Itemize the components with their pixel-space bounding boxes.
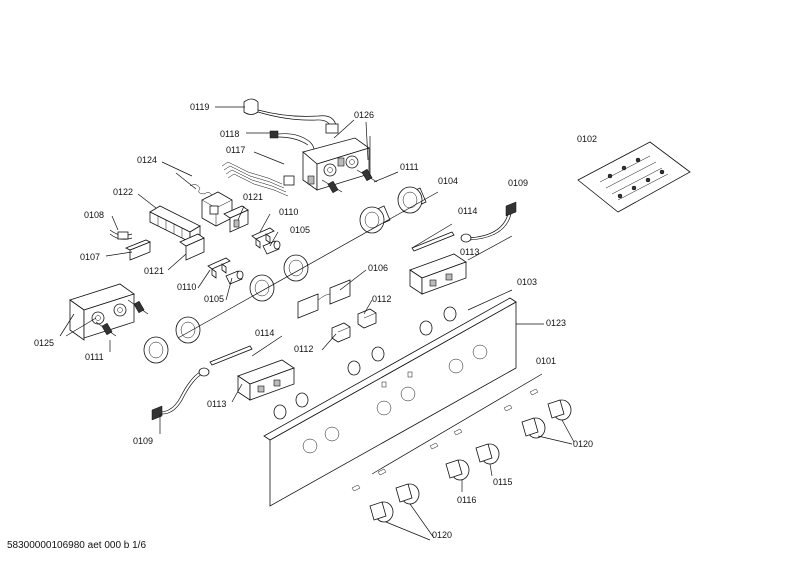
part-0112-switch-lower	[331, 322, 351, 343]
leader-lines	[59, 106, 575, 541]
label-0113-upper: 0113	[460, 247, 479, 257]
part-0114-bar-upper	[411, 223, 455, 252]
callout-labels: 0119 0126 0118 0117 0124 0111 0102 0104 …	[34, 102, 597, 540]
label-0111-upper: 0111	[400, 162, 419, 172]
part-0126-control-housing	[302, 137, 370, 191]
label-0112-upper: 0112	[372, 294, 391, 304]
part-0117-wire-harness	[221, 161, 295, 197]
part-0113-module-lower	[237, 359, 295, 401]
label-0123: 0123	[546, 318, 566, 328]
part-0109-connector-wire-upper	[460, 201, 517, 243]
label-0114-lower: 0114	[255, 328, 274, 338]
label-0126: 0126	[354, 110, 374, 120]
part-0107-bracket	[125, 239, 151, 261]
label-0106: 0106	[368, 263, 388, 273]
leader-0104-line	[177, 191, 439, 339]
label-0116: 0116	[457, 495, 476, 505]
part-0113-module-upper	[409, 253, 467, 295]
label-0104: 0104	[438, 176, 458, 186]
label-0109-lower: 0109	[133, 436, 153, 446]
document-footer-id: 58300000106980 aet 000 b 1/6	[7, 540, 147, 551]
part-0121-bracket-upper	[223, 205, 249, 233]
part-0106-bracket-wire	[297, 279, 351, 319]
label-0121-lower: 0121	[144, 266, 164, 276]
part-0102-screw-bag	[577, 141, 691, 213]
label-0113-lower: 0113	[207, 399, 226, 409]
label-0110-lower: 0110	[177, 282, 196, 292]
part-0110-clip-lower	[207, 257, 231, 279]
label-0122: 0122	[113, 187, 133, 197]
label-0110-upper: 0110	[279, 207, 298, 217]
part-0119-connector-wire	[243, 98, 339, 134]
label-0105-lower: 0105	[204, 294, 224, 304]
label-0115: 0115	[493, 477, 512, 487]
part-0111-screws-lower	[95, 299, 149, 337]
label-0120-bottom: 0120	[432, 530, 452, 540]
label-0124: 0124	[137, 155, 157, 165]
part-0111-screws-upper	[321, 168, 378, 194]
part-0109-connector-wire-lower	[151, 367, 210, 421]
part-0105-cylinder-lower	[225, 270, 244, 285]
label-0101: 0101	[536, 356, 556, 366]
part-0104-pot-pair-b	[249, 254, 309, 302]
label-0121-upper: 0121	[243, 192, 263, 202]
part-0124-coil-unit	[175, 172, 233, 227]
part-0110-clip-upper	[251, 227, 275, 249]
label-0105-upper: 0105	[290, 225, 310, 235]
label-0112-lower: 0112	[294, 344, 313, 354]
label-0102: 0102	[577, 134, 597, 144]
part-0104-pot-pair-a	[359, 186, 427, 234]
label-0117: 0117	[226, 145, 245, 155]
part-0123-front-panel	[263, 297, 517, 507]
label-0109-upper: 0109	[508, 178, 528, 188]
part-0114-bar-lower	[209, 345, 253, 366]
part-0101-knob-set	[351, 373, 572, 523]
part-0112-switch-upper	[357, 308, 377, 329]
part-0103-rings	[273, 306, 457, 420]
label-0118: 0118	[220, 129, 239, 139]
label-0120-right: 0120	[573, 439, 593, 449]
label-0103: 0103	[517, 277, 537, 287]
label-0114-upper: 0114	[458, 206, 477, 216]
part-0121-bracket-lower	[179, 233, 205, 261]
part-0104-pot-pair-c	[143, 316, 201, 364]
part-0105-cylinder-upper	[262, 240, 281, 255]
label-0125: 0125	[34, 338, 54, 348]
label-0107: 0107	[80, 252, 100, 262]
label-0108: 0108	[84, 210, 104, 220]
part-0108-connector	[109, 229, 133, 240]
label-0119: 0119	[190, 102, 209, 112]
label-0111-lower: 0111	[85, 352, 104, 362]
part-0125-control-housing	[69, 283, 135, 341]
